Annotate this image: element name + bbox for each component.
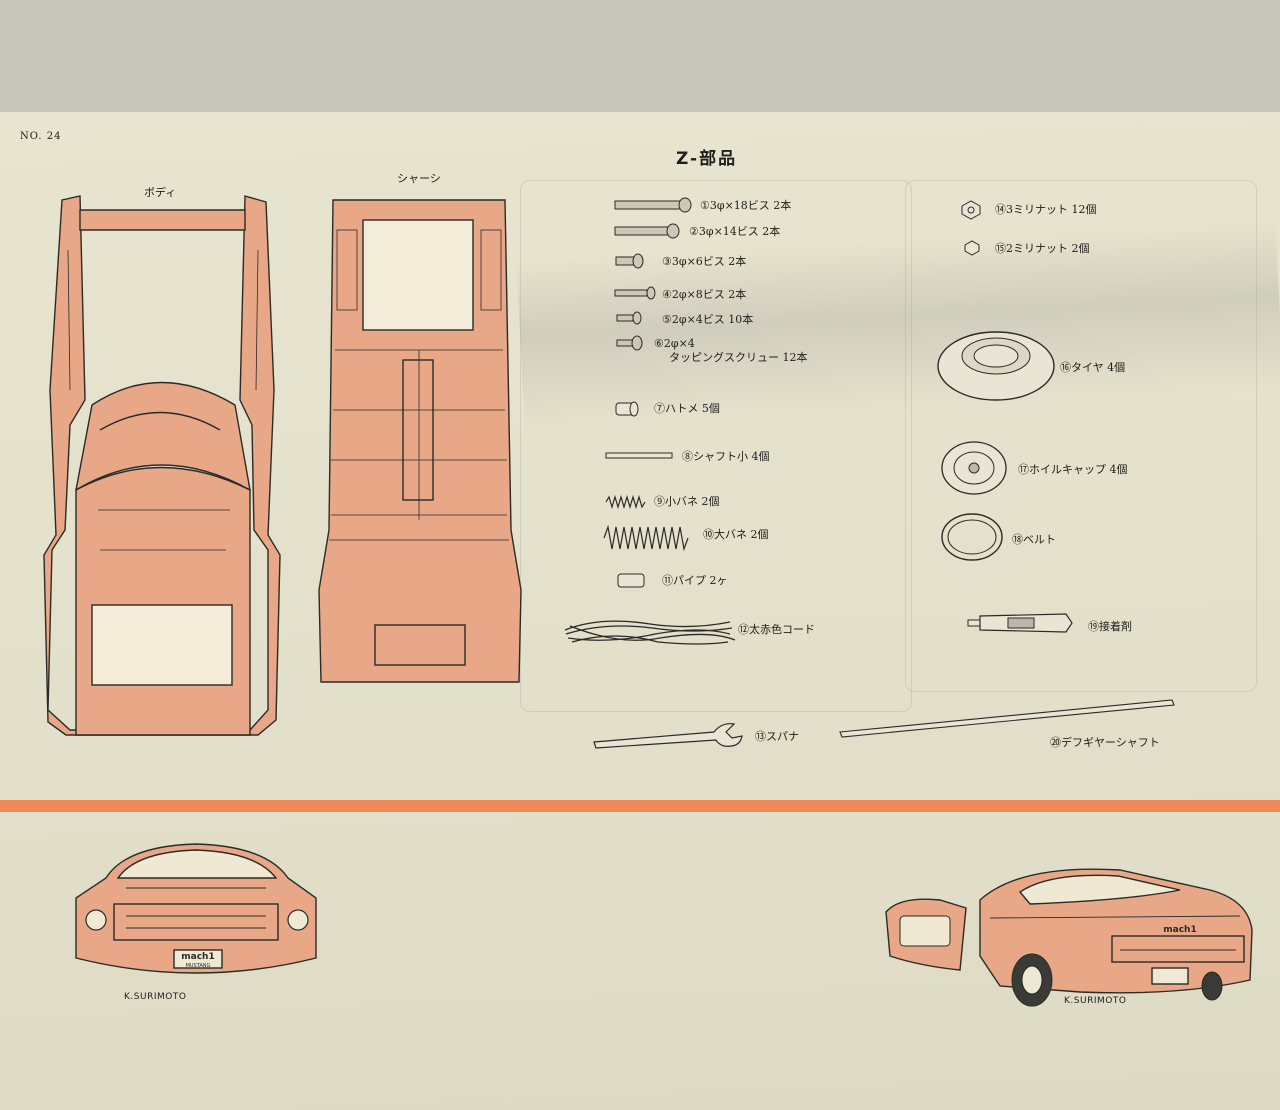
rear-car-illustration: mach1 bbox=[885, 868, 1253, 1007]
body-caption: ボディ bbox=[144, 186, 177, 199]
part-eyelet-icon bbox=[615, 401, 639, 417]
part-belt-icon bbox=[941, 513, 1003, 561]
front-car-illustration: mach1 MUSTANG bbox=[75, 843, 317, 974]
page-number: NO. 24 bbox=[20, 131, 62, 142]
part-2mm-nut-icon bbox=[964, 240, 980, 256]
part-wheel-cap-icon bbox=[941, 441, 1007, 495]
rear-badge-text: mach1 bbox=[1163, 925, 1196, 935]
part-screw-14-icon bbox=[614, 223, 680, 239]
part-screw-2x8-icon bbox=[614, 286, 656, 300]
part-wrench-icon bbox=[593, 723, 743, 749]
part-screw-2x4-icon bbox=[616, 311, 642, 325]
part-diff-gear-shaft-icon bbox=[839, 699, 1175, 738]
part-label: ⑦ハトメ 5個 bbox=[654, 402, 720, 415]
part-small-spring-icon bbox=[605, 494, 646, 510]
part-label-line2: タッピングスクリュー 12本 bbox=[669, 351, 808, 364]
part-label: ⑥2φ×4 bbox=[654, 337, 695, 350]
part-tire-icon bbox=[937, 331, 1055, 401]
part-tapping-screw-icon bbox=[616, 335, 643, 351]
part-screw-6-icon bbox=[615, 253, 644, 269]
chassis-part-illustration bbox=[318, 199, 522, 683]
front-illustration-signature: K.SURIMOTO bbox=[124, 992, 187, 1002]
page-title: Z-部品 bbox=[676, 149, 738, 169]
part-label: ⑧シャフト小 4個 bbox=[682, 450, 770, 463]
part-label: ⑬スパナ bbox=[755, 730, 799, 743]
part-label: ⑳デフギヤーシャフト bbox=[1050, 736, 1160, 749]
part-label: ⑲接着剤 bbox=[1088, 620, 1132, 633]
part-label: ⑤2φ×4ビス 10本 bbox=[662, 313, 754, 326]
part-pipe-icon bbox=[617, 573, 645, 588]
part-label: ⑮2ミリナット 2個 bbox=[995, 242, 1090, 255]
part-label: ①3φ×18ビス 2本 bbox=[700, 199, 792, 212]
part-label: ⑩大バネ 2個 bbox=[703, 528, 769, 541]
part-label: ②3φ×14ビス 2本 bbox=[689, 225, 781, 238]
chassis-caption: シャーシ bbox=[397, 172, 441, 185]
part-small-shaft-icon bbox=[605, 452, 673, 459]
part-label: ⑰ホイルキャップ 4個 bbox=[1018, 463, 1128, 476]
part-label: ⑨小バネ 2個 bbox=[654, 495, 720, 508]
front-plate-text: mach1 bbox=[181, 952, 214, 962]
part-glue-tube-icon bbox=[967, 613, 1073, 633]
part-label: ③3φ×6ビス 2本 bbox=[662, 255, 747, 268]
rear-illustration-signature: K.SURIMOTO bbox=[1064, 996, 1127, 1006]
part-label: ⑯タイヤ 4個 bbox=[1060, 361, 1126, 374]
part-label: ⑱ベルト bbox=[1012, 533, 1056, 546]
body-part-illustration bbox=[43, 195, 281, 736]
part-label: ⑭3ミリナット 12個 bbox=[995, 203, 1097, 216]
front-plate-subtext: MUSTANG bbox=[186, 963, 211, 969]
part-label: ⑪パイプ 2ヶ bbox=[662, 574, 728, 587]
part-cord-icon bbox=[564, 620, 736, 645]
part-3mm-nut-icon bbox=[961, 200, 981, 220]
part-label: ④2φ×8ビス 2本 bbox=[662, 288, 747, 301]
section-divider-stripe bbox=[0, 800, 1280, 812]
part-large-spring-icon bbox=[603, 524, 689, 552]
part-label: ⑫太赤色コード bbox=[738, 623, 815, 636]
part-screw-18-icon bbox=[614, 197, 692, 213]
